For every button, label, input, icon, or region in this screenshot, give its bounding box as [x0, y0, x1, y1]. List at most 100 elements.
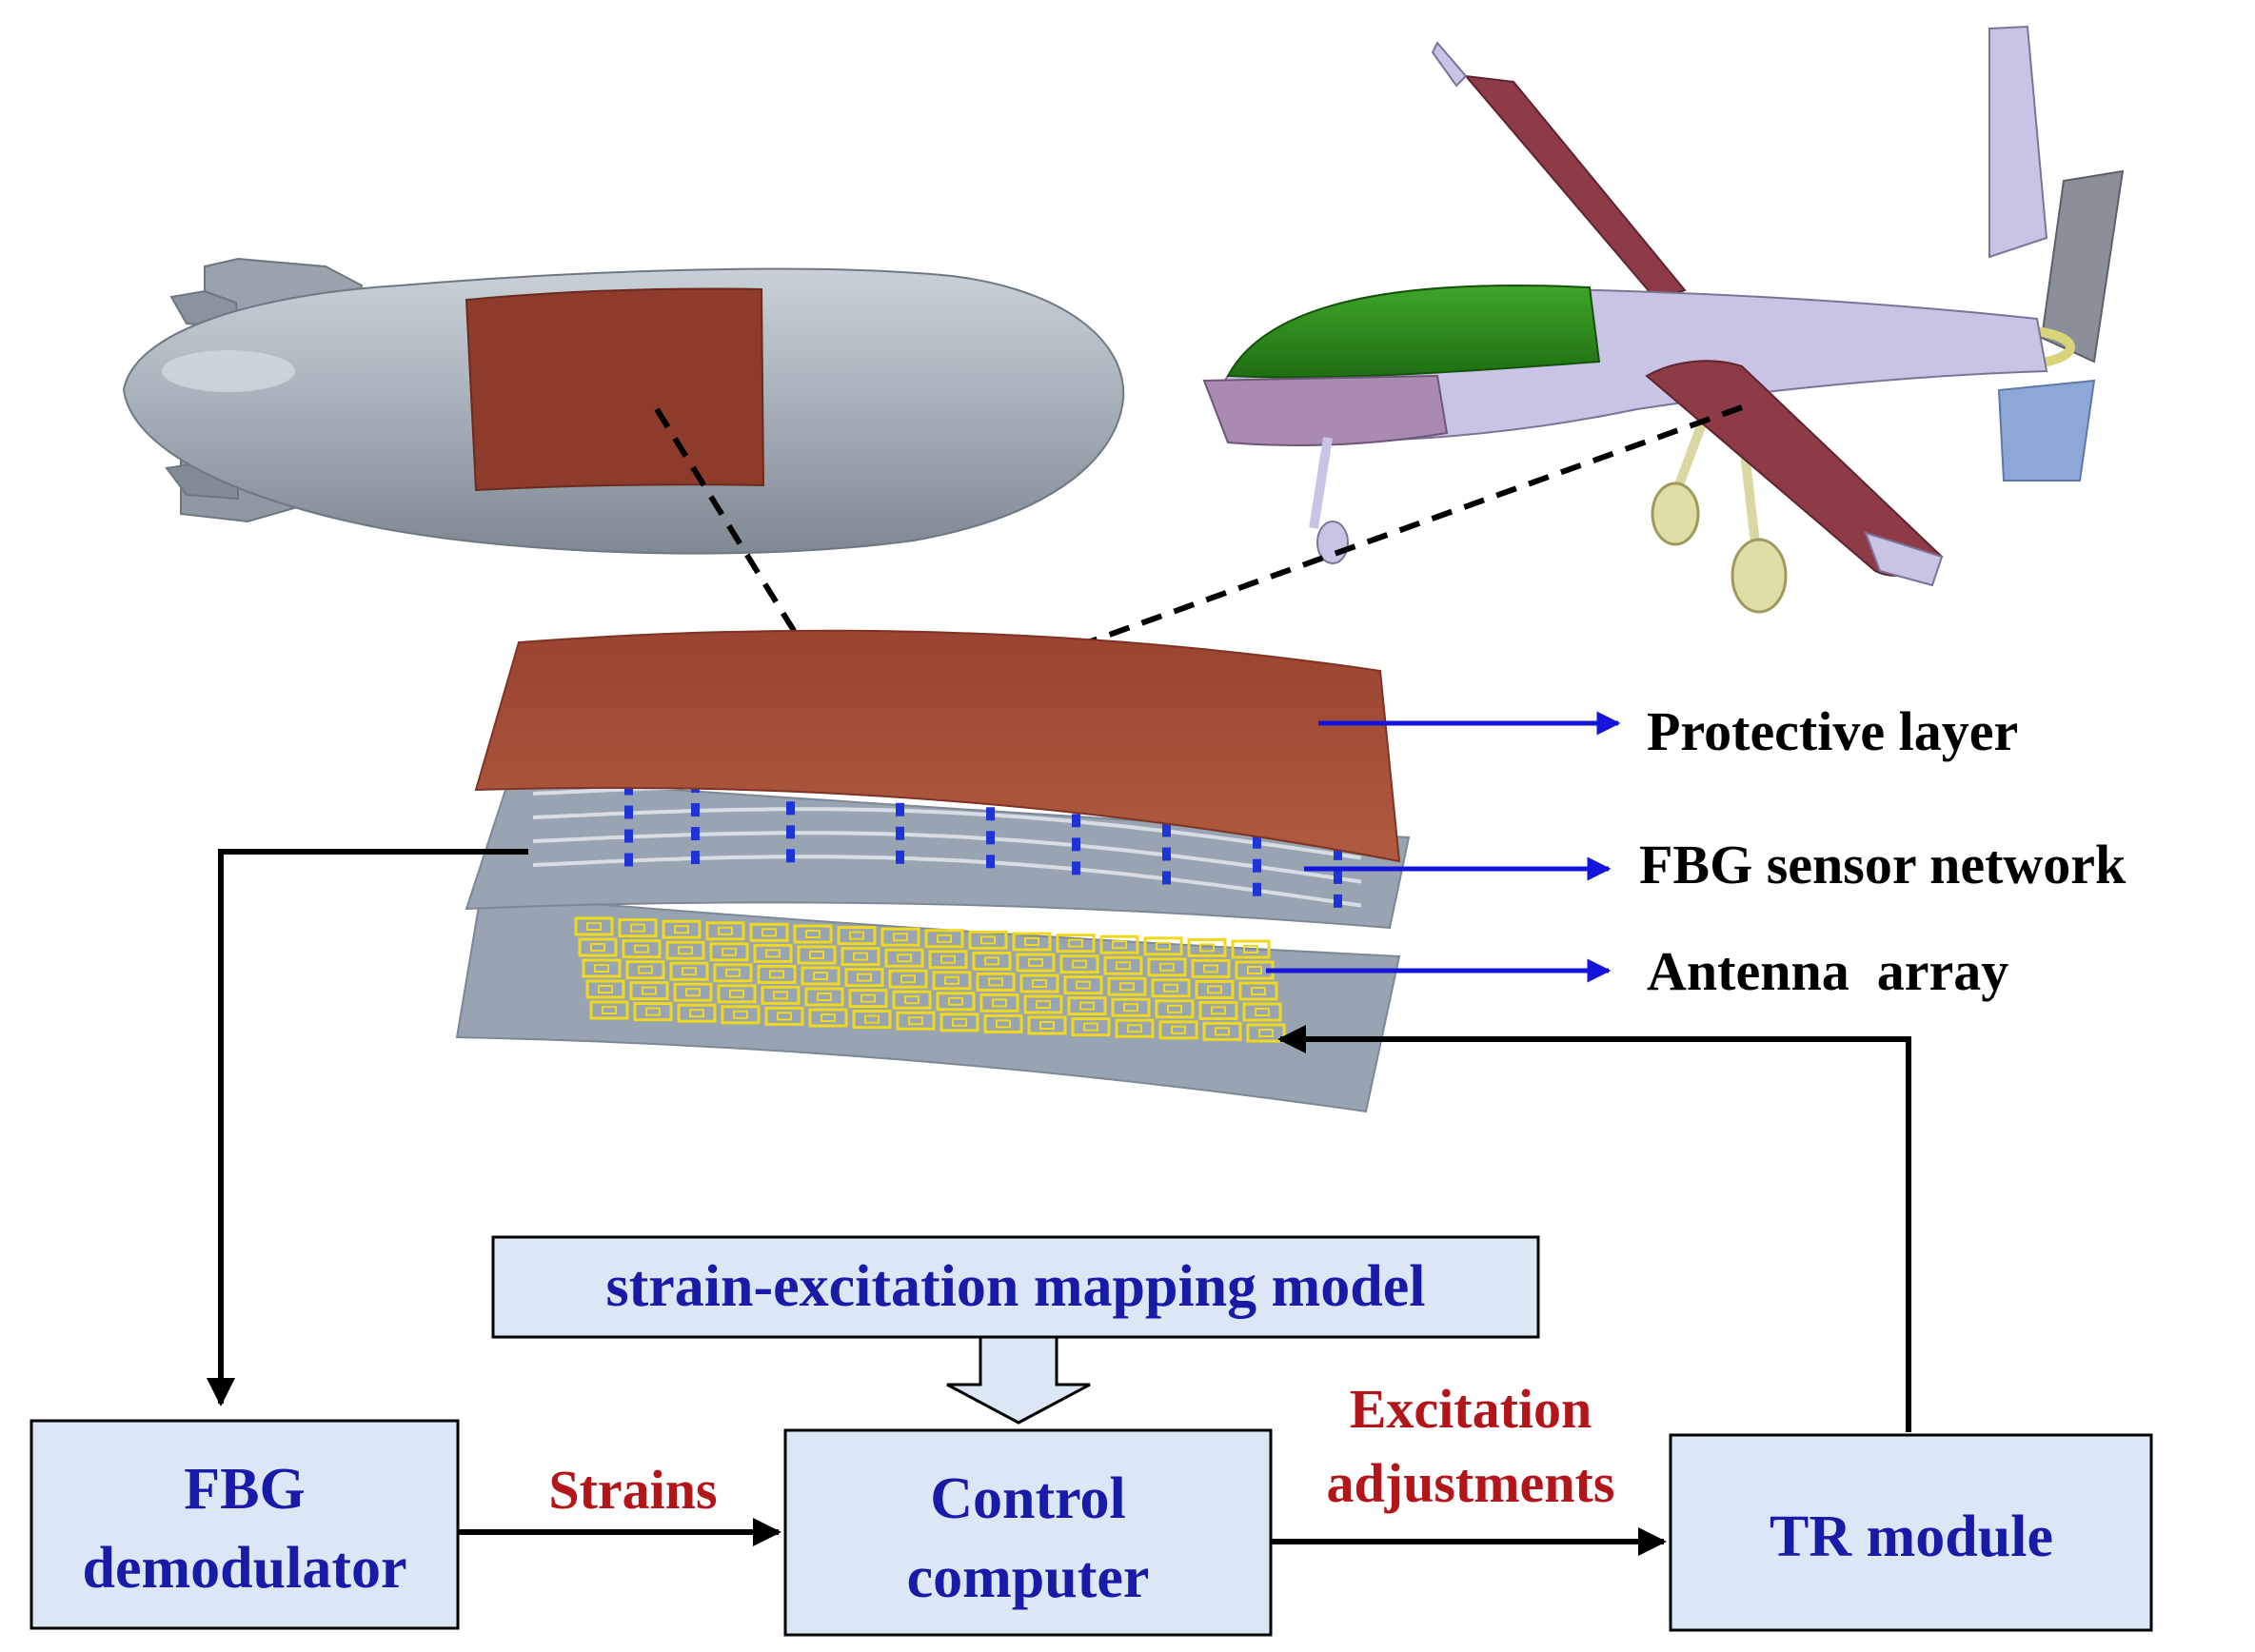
antenna-patch: [1023, 994, 1063, 1014]
antenna-patch: [1198, 1000, 1238, 1020]
tr-module-box: [1669, 1433, 2153, 1632]
fbg-grating: [986, 831, 995, 845]
antenna-patch: [968, 930, 1008, 950]
fbg-grating: [1162, 847, 1171, 861]
antenna-patch: [940, 1013, 979, 1032]
antenna-patch: [585, 979, 625, 999]
excitation-label-line2: adjustments: [1327, 1452, 1615, 1514]
fbg-grating: [896, 826, 904, 840]
antenna-patch: [761, 985, 801, 1005]
antenna-patch: [1012, 932, 1052, 952]
mapping-model-label: strain-excitation mapping model: [605, 1254, 1425, 1319]
antenna-patch: [888, 969, 928, 989]
antenna-patch: [1187, 937, 1227, 957]
fiber-strand: [532, 807, 1362, 860]
fbg-grating: [1334, 870, 1342, 884]
antenna-array-panel: [455, 893, 1401, 1113]
uav-dashed-arrow: [1014, 404, 1744, 673]
antenna-patch: [841, 947, 880, 967]
antenna-patch: [1059, 954, 1099, 974]
antenna-patch: [625, 960, 665, 980]
antenna-patch: [979, 993, 1019, 1013]
protective-layer-sheet: [474, 629, 1401, 863]
fbg-grating: [1162, 823, 1171, 837]
control-computer-line1: Control: [930, 1466, 1126, 1531]
antenna-patch: [936, 992, 976, 1012]
antenna-patch: [1231, 939, 1271, 959]
antenna-patch: [1019, 974, 1059, 993]
antenna-patch: [669, 961, 709, 981]
antenna-patch: [848, 989, 888, 1009]
fbg-grating: [986, 807, 995, 821]
fbg-grating: [1334, 846, 1342, 860]
antenna-patch: [884, 948, 924, 968]
antenna-patch: [1115, 1018, 1155, 1038]
antenna-patch: [1143, 936, 1183, 956]
fbg-grating: [691, 851, 700, 865]
antenna-patch: [673, 982, 713, 1002]
fbg-grating: [624, 853, 633, 867]
protective-layer-label: Protective layer: [1647, 700, 2018, 762]
fbg-demodulator-box: [30, 1419, 460, 1630]
fbg-grating: [691, 827, 700, 841]
antenna-patch: [709, 942, 749, 962]
fbg-grating: [786, 825, 795, 839]
airship-icon: [122, 257, 1125, 555]
antenna-patch: [753, 943, 793, 963]
antenna-patch: [804, 987, 844, 1007]
antenna-patch: [589, 1000, 629, 1020]
uav-aircraft-icon: [1202, 25, 2125, 614]
airship-dashed-arrow: [654, 407, 823, 677]
fiber-strand: [532, 831, 1362, 884]
antenna-patch: [1195, 979, 1235, 999]
antenna-array-label: Antenna array: [1647, 940, 2008, 1002]
excitation-label-line1: Excitation: [1350, 1378, 1592, 1440]
antenna-patch: [1027, 1015, 1067, 1035]
antenna-patch: [1107, 976, 1147, 996]
antenna-patch: [713, 963, 753, 983]
fbg-sensor-panel: [465, 777, 1411, 930]
antenna-patch: [629, 981, 669, 1001]
fbg-demodulator-line2: demodulator: [83, 1536, 407, 1601]
antenna-patch: [1067, 996, 1107, 1016]
antenna-patch: [705, 921, 745, 941]
fbg-grating: [1253, 835, 1261, 849]
fbg-grating: [986, 855, 995, 869]
antenna-patch: [932, 971, 972, 991]
antenna-patch: [582, 958, 622, 978]
fbg-grating: [1072, 814, 1080, 828]
antenna-patch: [622, 939, 662, 959]
tr-to-antenna-line: [1277, 1025, 1911, 1432]
antenna-patch: [1071, 1017, 1111, 1037]
mapping-model-box: [491, 1235, 1540, 1339]
antenna-patch: [844, 968, 884, 988]
antenna-patch: [1155, 999, 1195, 1019]
antenna-patch: [1147, 957, 1187, 977]
antenna-patch: [1099, 934, 1139, 954]
control-computer-box: [783, 1428, 1273, 1637]
antenna-patch: [578, 937, 618, 957]
fbg-grating: [1253, 858, 1261, 873]
antenna-patch: [1158, 1020, 1198, 1040]
antenna-patch: [972, 951, 1012, 971]
fbg-grating: [1072, 861, 1080, 875]
antenna-patch: [662, 919, 702, 939]
antenna-patch: [618, 918, 658, 938]
antenna-patch: [797, 945, 837, 965]
antenna-patch: [757, 964, 797, 984]
antenna-patch: [1016, 953, 1056, 973]
fbg-grating: [786, 849, 795, 863]
antenna-patch: [1191, 958, 1231, 978]
antenna-patch: [1063, 975, 1103, 995]
antenna-patch: [892, 990, 932, 1010]
antenna-patch: [1056, 934, 1096, 954]
fbg-grating: [624, 829, 633, 843]
fbg-to-demodulator-line: [207, 849, 528, 1406]
antenna-patch: [801, 966, 841, 986]
fbg-grating: [1334, 894, 1342, 908]
antenna-patch: [880, 927, 920, 947]
antenna-patch: [808, 1008, 848, 1028]
fbg-grating: [1162, 871, 1171, 885]
fbg-demodulator-line1: FBG: [184, 1457, 305, 1522]
